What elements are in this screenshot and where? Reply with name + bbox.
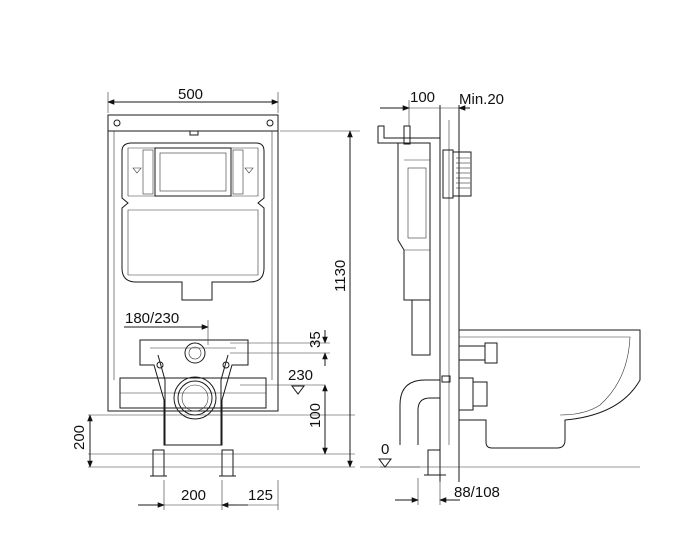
floor-label: 200: [71, 425, 88, 450]
bolt-label: 125: [248, 487, 273, 504]
base-label: 88/108: [454, 484, 500, 501]
dim-bolt: [236, 480, 279, 510]
dim-base: [395, 478, 460, 505]
offset-label: 35: [307, 331, 324, 348]
zero-label: 0: [381, 441, 389, 458]
width-label: 500: [178, 86, 203, 103]
dim-depth: [380, 100, 470, 126]
dim-offset: [230, 330, 330, 366]
dim-width: [107, 92, 279, 113]
pipe-label: 230: [288, 367, 313, 384]
support-bracket: [139, 339, 249, 477]
axis-label: 100: [307, 403, 324, 428]
dim-inlet: [124, 320, 209, 345]
dim-overall-height: [280, 130, 360, 468]
front-view: [88, 114, 355, 477]
wall-label: Min.20: [459, 91, 504, 108]
outlet-label: 200: [181, 487, 206, 504]
depth-label: 100: [410, 89, 435, 106]
flush-plate-grille: [456, 157, 470, 189]
inlet-label: 180/230: [125, 310, 179, 327]
overall-height-label: 1130: [332, 260, 349, 292]
dim-pipe: [240, 384, 325, 395]
cistern: [121, 142, 265, 301]
zero-mark: [360, 458, 420, 468]
toilet-bowl: [459, 329, 641, 449]
side-view: [377, 105, 641, 482]
